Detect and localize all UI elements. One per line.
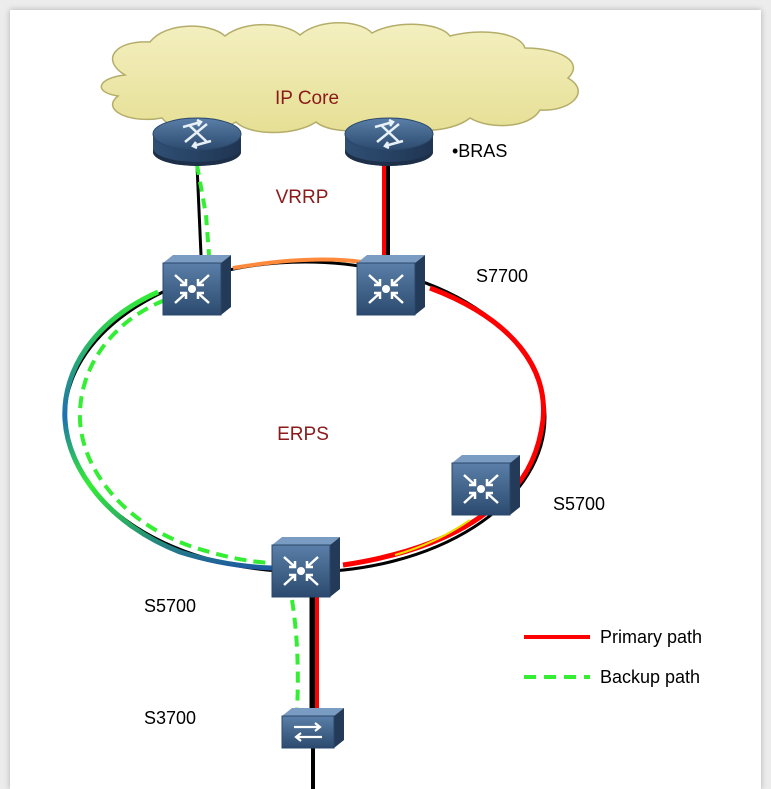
ip-core-cloud: IP Core bbox=[100, 22, 579, 134]
router-icon bbox=[152, 117, 242, 166]
s5700-s3700-backup-path bbox=[290, 599, 300, 713]
core-switch-icon bbox=[271, 537, 340, 598]
s7700-right bbox=[356, 255, 425, 316]
access-links bbox=[290, 595, 319, 789]
core-switch-icon bbox=[162, 255, 231, 316]
left-router-link bbox=[195, 164, 203, 256]
ip-core-label: IP Core bbox=[275, 88, 339, 109]
cloud-icon bbox=[100, 22, 579, 134]
ring-right-yellow-mix bbox=[394, 519, 471, 556]
s3700-label: S3700 bbox=[144, 708, 196, 728]
ring-left-backup-path bbox=[77, 298, 273, 565]
access-switch-icon bbox=[281, 708, 344, 749]
s5700-right bbox=[451, 455, 520, 516]
router-links bbox=[195, 164, 390, 256]
left-router-backup-path bbox=[195, 164, 211, 256]
ring-right-lower-primary bbox=[342, 506, 494, 568]
erps-label: ERPS bbox=[277, 424, 329, 445]
legend-backup-label: Backup path bbox=[600, 667, 700, 687]
left-router bbox=[152, 117, 242, 166]
s5700-bottom-label: S5700 bbox=[144, 596, 196, 616]
ring-left-blend bbox=[62, 289, 273, 571]
core-switch-icon bbox=[451, 455, 520, 516]
s3700-switch bbox=[281, 708, 344, 749]
legend-primary-label: Primary path bbox=[600, 627, 702, 647]
erps-ring: ERPS bbox=[62, 257, 547, 574]
router-icon bbox=[344, 117, 434, 166]
s7700-label: S7700 bbox=[476, 266, 528, 286]
core-switch-icon bbox=[356, 255, 425, 316]
ring-top-segment bbox=[232, 257, 363, 270]
s5700-right-label: S5700 bbox=[553, 494, 605, 514]
bras-router bbox=[344, 117, 434, 166]
s5700-bottom bbox=[271, 537, 340, 598]
bras-label: •BRAS bbox=[452, 141, 507, 161]
vrrp-label: VRRP bbox=[276, 187, 329, 208]
s7700-left bbox=[162, 255, 231, 316]
legend: Primary path Backup path bbox=[524, 627, 702, 687]
